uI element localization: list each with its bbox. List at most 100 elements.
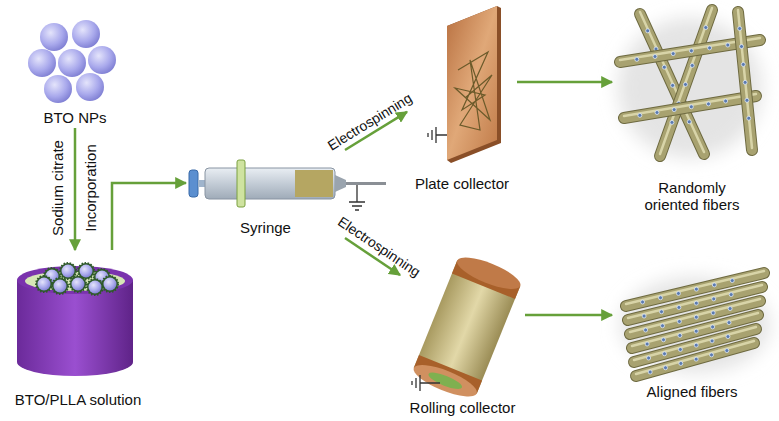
illustration-part xyxy=(726,335,730,339)
illustration-part xyxy=(725,349,729,353)
illustration-part xyxy=(694,301,698,305)
fiber-node: Aligned fibers xyxy=(612,262,772,402)
illustration-part xyxy=(679,361,683,365)
illustration-part xyxy=(706,102,710,106)
nanoparticle-node: BTO NPs xyxy=(25,20,125,128)
random-fibers xyxy=(620,8,760,156)
illustration-part xyxy=(410,359,481,403)
illustration-part xyxy=(726,43,730,47)
illustration-part xyxy=(636,343,754,376)
illustration-part xyxy=(689,49,693,53)
node-label: Rolling collector xyxy=(410,399,516,416)
illustration-part xyxy=(453,251,524,295)
illustration-part xyxy=(712,297,716,301)
illustration-part xyxy=(729,293,733,297)
process-arrow xyxy=(74,128,77,250)
illustration-part xyxy=(72,20,100,48)
illustration-part xyxy=(747,116,751,120)
illustration-part xyxy=(710,339,714,343)
node-label: Aligned fibers xyxy=(647,383,738,400)
illustration-part xyxy=(76,73,104,101)
node-label: BTO NPs xyxy=(43,109,106,126)
illustration-part xyxy=(72,278,85,291)
beaker xyxy=(17,263,133,376)
rolling-collector xyxy=(410,251,524,403)
illustration-part xyxy=(664,366,668,370)
illustration-part xyxy=(58,49,86,77)
node-label: Syringe xyxy=(240,219,291,236)
fiber-node: Randomly oriented fibers xyxy=(612,5,772,215)
illustration-part xyxy=(410,251,524,403)
illustration-part xyxy=(678,333,682,337)
illustration-part xyxy=(661,324,665,328)
illustration-part xyxy=(38,278,51,291)
illustration-part xyxy=(40,23,68,51)
illustration-part xyxy=(624,94,756,116)
illustration-part xyxy=(672,108,676,112)
illustration-part xyxy=(54,280,67,293)
illustration-part xyxy=(636,343,754,376)
syringe-node: Syringe xyxy=(186,150,345,238)
illustration-part xyxy=(708,46,712,50)
illustration-part xyxy=(662,338,666,342)
illustration-part xyxy=(80,265,93,278)
edge-label: Electrospinning xyxy=(334,214,423,282)
illustration-part xyxy=(743,80,747,84)
illustration-part xyxy=(694,357,698,361)
illustration-part xyxy=(738,10,752,148)
illustration-part xyxy=(730,279,734,283)
illustration-part xyxy=(660,8,712,154)
illustration-part xyxy=(663,352,667,356)
collector-node: Rolling collector xyxy=(400,255,525,418)
illustration-part xyxy=(660,310,664,314)
illustration-part xyxy=(655,111,659,115)
illustration-part xyxy=(104,278,117,291)
illustration-part xyxy=(690,63,694,67)
illustration-part xyxy=(659,296,663,300)
illustration-part xyxy=(87,279,103,295)
illustration-part xyxy=(335,175,346,192)
illustration-part xyxy=(36,276,52,292)
plate-collector xyxy=(428,6,501,163)
process-arrow xyxy=(112,183,186,250)
illustration-part xyxy=(740,45,744,49)
illustration-part xyxy=(349,185,365,210)
illustration-part xyxy=(671,52,675,56)
illustration-part xyxy=(676,291,680,295)
illustration-part xyxy=(741,62,745,66)
illustration-part xyxy=(644,328,648,332)
illustration-part xyxy=(295,170,333,197)
illustration-part xyxy=(694,329,698,333)
illustration-part xyxy=(412,375,440,391)
illustration-part xyxy=(189,170,198,197)
illustration-part xyxy=(645,342,649,346)
illustration-part xyxy=(683,82,687,86)
illustration-part xyxy=(44,75,72,103)
illustration-part xyxy=(728,307,732,311)
nanoparticle-cluster xyxy=(28,20,116,103)
illustration-part xyxy=(694,287,698,291)
illustration-part xyxy=(687,120,691,124)
illustration-part xyxy=(346,182,386,185)
illustration-part xyxy=(447,6,501,163)
illustration-part xyxy=(671,83,675,87)
illustration-part xyxy=(70,276,86,292)
illustration-part xyxy=(28,49,56,77)
illustration-part xyxy=(712,283,716,287)
solution-node: BTO/PLLA solution xyxy=(8,250,148,410)
illustration-part xyxy=(447,6,497,160)
illustration-part xyxy=(653,55,657,59)
illustration-part xyxy=(237,160,245,207)
illustration-part xyxy=(17,280,133,376)
illustration-part xyxy=(647,356,651,360)
illustration-part xyxy=(89,281,102,294)
coated-nanoparticles xyxy=(36,263,118,295)
illustration-part xyxy=(745,98,749,102)
illustration-part xyxy=(670,120,674,124)
illustration-part xyxy=(624,96,756,118)
illustration-part xyxy=(678,347,682,351)
illustration-part xyxy=(88,46,116,74)
